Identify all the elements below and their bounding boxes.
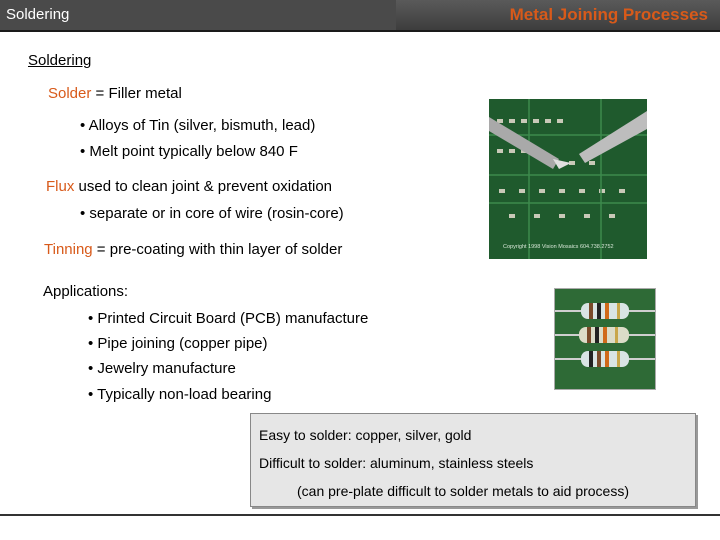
flux-term: Flux bbox=[46, 178, 75, 195]
tinning-definition: = pre-coating with thin layer of solder bbox=[92, 241, 343, 258]
solder-bullet-1: • Alloys of Tin (silver, bismuth, lead) bbox=[80, 117, 316, 134]
preplate-note-text: (can pre-plate difficult to solder metal… bbox=[297, 483, 630, 499]
difficult-to-solder-text: Difficult to solder: aluminum, stainless… bbox=[259, 455, 534, 471]
application-item: • Printed Circuit Board (PCB) manufactur… bbox=[88, 310, 369, 327]
header-left-bar: Soldering bbox=[0, 0, 396, 30]
header-divider bbox=[0, 30, 720, 32]
flux-bullet-1: • separate or in core of wire (rosin-cor… bbox=[80, 205, 344, 222]
pcb-photo-illustration: Copyright 1998 Vision Mosaics 604.738.27… bbox=[489, 99, 647, 259]
applications-heading: Applications: bbox=[43, 283, 129, 300]
header-left-title: Soldering bbox=[6, 6, 70, 23]
solder-definition: = Filler metal bbox=[91, 85, 182, 102]
application-item: • Jewelry manufacture bbox=[88, 360, 236, 377]
tinning-line: Tinning = pre-coating with thin layer of… bbox=[44, 241, 342, 258]
solder-term: Solder bbox=[48, 85, 92, 102]
application-item: • Pipe joining (copper pipe) bbox=[88, 335, 268, 352]
solderability-note-box: Easy to solder: copper, silver, gold Dif… bbox=[250, 413, 696, 507]
pcb-photo-caption: Copyright 1998 Vision Mosaics 604.738.27… bbox=[503, 244, 614, 250]
easy-to-solder-text: Easy to solder: copper, silver, gold bbox=[259, 427, 472, 443]
section-title: Soldering bbox=[28, 52, 92, 69]
application-item: • Typically non-load bearing bbox=[88, 386, 272, 403]
solder-line: Solder = Filler metal bbox=[48, 85, 182, 102]
header-right-bar: Metal Joining Processes bbox=[396, 0, 720, 30]
header-right-title: Metal Joining Processes bbox=[509, 5, 708, 24]
solder-bullet-2: • Melt point typically below 840 F bbox=[80, 143, 298, 160]
resistors-photo bbox=[554, 288, 656, 390]
pcb-soldering-photo: Copyright 1998 Vision Mosaics 604.738.27… bbox=[489, 99, 647, 259]
flux-definition: used to clean joint & prevent oxidation bbox=[74, 178, 333, 195]
footer-divider bbox=[0, 514, 720, 516]
flux-line: Flux used to clean joint & prevent oxida… bbox=[46, 178, 332, 195]
tinning-term: Tinning bbox=[44, 241, 93, 258]
resistors-illustration bbox=[555, 289, 655, 389]
